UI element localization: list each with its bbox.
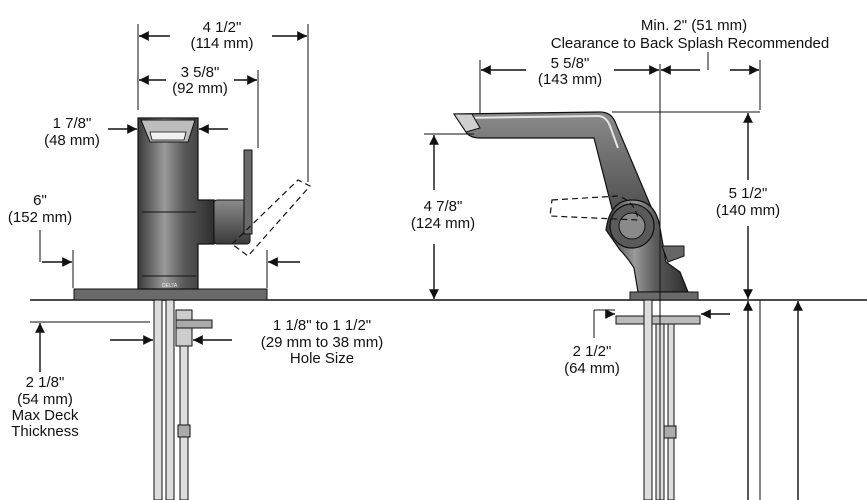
spout-reach-label: 5 5/8" xyxy=(551,55,590,72)
deck-thickness-mm: (54 mm) xyxy=(17,391,73,408)
base-depth-mm: (64 mm) xyxy=(564,360,620,377)
spout-width-mm: (48 mm) xyxy=(44,132,100,149)
spout-highlight-side xyxy=(457,114,619,149)
spout-outlet-side xyxy=(453,113,481,133)
side-view: Min. 2" (51 mm) Clearance to Back Splash… xyxy=(411,17,829,500)
brand-mark: DELTA xyxy=(162,283,178,289)
hole-size-mm: (29 mm to 38 mm) xyxy=(261,334,384,351)
supply-tube-front-mid xyxy=(165,299,175,500)
drain-rod-side xyxy=(661,245,685,263)
deck-thickness-caption1: Max Deck xyxy=(12,407,79,424)
deck-thickness-caption2: Thickness xyxy=(11,423,79,440)
spout-height-label: 4 7/8" xyxy=(424,198,463,215)
base-plate-side xyxy=(629,291,699,301)
spout-height-mm: (124 mm) xyxy=(411,215,475,232)
handle-lever xyxy=(243,149,253,235)
supply-tube-front-left xyxy=(153,299,163,500)
supply-tube-front-right xyxy=(179,345,189,500)
handle-alt-position xyxy=(231,179,311,257)
overall-height-label: 5 1/2" xyxy=(729,185,768,202)
deck-plate xyxy=(73,288,268,301)
backsplash-label: Min. 2" (51 mm) xyxy=(641,17,747,34)
tube-coupling-front xyxy=(177,424,191,438)
width-overall-label: 4 1/2" xyxy=(203,19,242,36)
spout-aerator-front xyxy=(149,131,187,141)
hole-size-label: 1 1/8" to 1 1/2" xyxy=(273,317,371,334)
deck-thickness-label: 2 1/8" xyxy=(26,374,65,391)
faucet-body-front xyxy=(137,117,215,290)
front-view: DELTA 4 1/2" (114 mm) 3 5/8" (92 mm) 1 7… xyxy=(8,19,383,500)
spout-reach-mm: (143 mm) xyxy=(538,71,602,88)
supply-tube-side-c xyxy=(667,323,675,500)
tube-coupling-side xyxy=(663,425,677,439)
plate-offset-label: 6" xyxy=(33,192,47,209)
width-overall-mm: (114 mm) xyxy=(190,35,253,52)
supply-tube-side-a xyxy=(643,299,653,500)
mount-nut-front xyxy=(175,319,213,329)
width-body-mm: (92 mm) xyxy=(172,80,228,97)
backsplash-caption: Clearance to Back Splash Recommended xyxy=(551,35,829,52)
width-body-label: 3 5/8" xyxy=(181,64,220,81)
handle-pivot-cap-side xyxy=(618,212,646,240)
overall-height-mm: (140 mm) xyxy=(716,202,780,219)
spout-width-label: 1 7/8" xyxy=(53,115,92,132)
base-gasket-side xyxy=(615,315,701,325)
hole-size-caption: Hole Size xyxy=(290,350,354,367)
base-depth-label: 2 1/2" xyxy=(573,343,612,360)
handle-alt-position-side xyxy=(549,195,639,221)
plate-offset-mm: (152 mm) xyxy=(8,209,72,226)
